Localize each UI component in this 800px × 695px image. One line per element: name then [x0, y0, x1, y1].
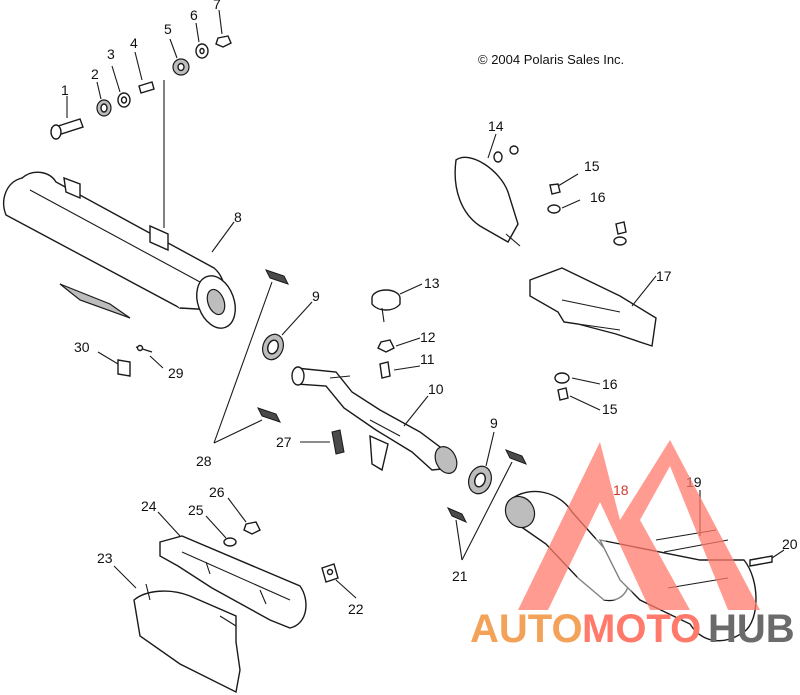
spring-part-21-lower [446, 507, 468, 523]
plug-part-30 [117, 359, 131, 377]
bolt-part-20 [749, 555, 773, 567]
spring-part-27 [331, 429, 345, 455]
callout-23: 23 [97, 550, 113, 566]
callout-1: 1 [61, 82, 69, 98]
bolt-part-11 [379, 361, 391, 379]
callout-26: 26 [209, 484, 225, 500]
callout-28: 28 [196, 453, 212, 469]
grommet-part-5 [172, 58, 190, 76]
callout-27: 27 [276, 434, 292, 450]
callout-9-right: 9 [490, 415, 498, 431]
callout-18: 18 [613, 482, 629, 498]
callout-15-upper: 15 [584, 158, 600, 174]
nut-hardware-bracket [613, 221, 627, 246]
callout-6: 6 [190, 7, 198, 23]
callout-16-lower: 16 [602, 376, 618, 392]
callout-3: 3 [107, 46, 115, 62]
callout-10: 10 [428, 381, 444, 397]
heat-shield-part-14 [454, 145, 521, 247]
callout-4: 4 [130, 35, 138, 51]
callout-9-left: 9 [312, 288, 320, 304]
nut-part-15-lower [557, 387, 569, 401]
callout-8: 8 [234, 209, 242, 225]
washer-part-25 [223, 537, 237, 547]
bracket-part-17 [529, 267, 657, 347]
nut-part-15-upper [549, 183, 561, 195]
callout-22: 22 [348, 601, 364, 617]
spring-part-21-upper [504, 449, 528, 465]
nut-part-7 [215, 35, 232, 48]
callout-2: 2 [91, 66, 99, 82]
watermark-word-hub: HUB [708, 607, 795, 651]
heat-shield-part-23 [133, 583, 241, 694]
callout-29: 29 [168, 365, 184, 381]
heat-shield-part-24 [159, 535, 307, 629]
watermark-word-moto: MOTO [582, 607, 701, 651]
grommet-part-2 [96, 99, 112, 117]
washer-part-6 [195, 43, 209, 59]
head-pipe-part-10 [291, 366, 458, 474]
callout-17: 17 [656, 268, 672, 284]
callout-5: 5 [164, 21, 172, 37]
callout-16-upper: 16 [590, 189, 606, 205]
copyright-text: © 2004 Polaris Sales Inc. [478, 52, 624, 67]
bolt-part-22 [321, 563, 339, 583]
watermark-triangle-inner [566, 530, 636, 600]
muffler-part-8 [3, 171, 236, 329]
spring-part-28-lower [257, 407, 281, 423]
callout-15-lower: 15 [602, 401, 618, 417]
gasket-part-9-left [262, 333, 284, 361]
callout-24: 24 [141, 498, 157, 514]
watermark-logo [518, 440, 760, 610]
washer-part-16-lower [554, 372, 570, 384]
callout-11: 11 [420, 351, 435, 367]
gasket-part-9-right [468, 465, 492, 495]
watermark-word-auto: AUTO [470, 607, 583, 651]
callout-25: 25 [188, 502, 204, 518]
callout-30: 30 [74, 339, 90, 355]
callout-13: 13 [424, 275, 440, 291]
washer-part-16-upper [547, 204, 561, 214]
sleeve-part-4 [138, 81, 155, 94]
cap-part-13 [371, 289, 401, 323]
callout-21: 21 [452, 568, 468, 584]
callout-20: 20 [782, 536, 798, 552]
spring-part-29 [135, 344, 153, 353]
nut-part-12 [377, 339, 395, 353]
spring-part-28-upper [265, 269, 289, 285]
nut-part-26 [243, 521, 261, 535]
callout-7: 7 [213, 0, 221, 12]
washer-part-3 [117, 92, 131, 108]
bolt-part-1 [50, 118, 84, 140]
callout-14: 14 [488, 118, 504, 134]
watermark-triangle-outer [518, 440, 760, 610]
callout-12: 12 [420, 329, 436, 345]
